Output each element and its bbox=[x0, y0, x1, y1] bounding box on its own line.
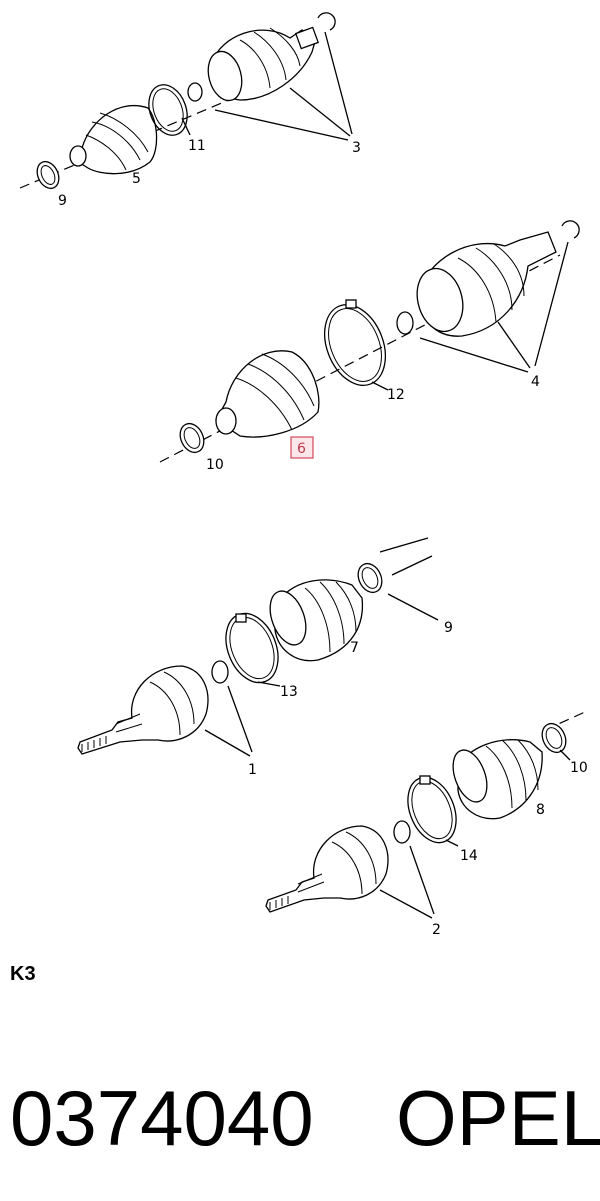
label-4: 4 bbox=[531, 374, 540, 390]
label-12: 12 bbox=[387, 387, 405, 403]
label-6: 6 bbox=[297, 441, 306, 457]
label-10-middle: 10 bbox=[206, 457, 224, 473]
part-5-boot bbox=[69, 104, 158, 175]
label-6-highlight-box bbox=[290, 436, 314, 459]
part-info: 0374040 OPEL bbox=[10, 1058, 600, 1178]
label-8: 8 bbox=[536, 802, 545, 818]
diagram-reference-code: K3 bbox=[10, 963, 36, 985]
part-2-circlip bbox=[393, 820, 411, 844]
part-10-clamp-middle bbox=[179, 422, 205, 454]
assembly-lower-2: 10 8 14 2 bbox=[265, 711, 588, 938]
label-9-lower: 9 bbox=[444, 620, 453, 636]
label-14: 14 bbox=[460, 848, 478, 864]
assembly-top: 9 5 11 3 bbox=[19, 12, 361, 209]
assembly-middle: 10 6 12 4 bbox=[159, 220, 580, 473]
part-6-boot bbox=[215, 350, 320, 438]
part-2-inner-joint bbox=[265, 825, 389, 913]
part-11-clamp-ring bbox=[148, 84, 188, 136]
label-5: 5 bbox=[132, 171, 141, 187]
label-9-top: 9 bbox=[58, 193, 67, 209]
part-3-circlip bbox=[187, 82, 203, 102]
part-9-clamp-top bbox=[36, 160, 60, 190]
part-1-circlip bbox=[211, 660, 229, 684]
cv-joint-exploded-diagram: 9 5 11 3 bbox=[19, 12, 588, 938]
label-11: 11 bbox=[188, 138, 206, 154]
part-12-clamp-ring bbox=[323, 299, 387, 386]
label-7: 7 bbox=[350, 640, 359, 656]
part-13-clamp-ring bbox=[225, 612, 279, 684]
part-9-clamp-lower bbox=[357, 562, 383, 594]
part-10-clamp-lower bbox=[541, 722, 567, 754]
label-3: 3 bbox=[352, 140, 361, 156]
part-number: 0374040 bbox=[10, 1074, 314, 1162]
part-4-outer-joint bbox=[416, 220, 580, 337]
label-13: 13 bbox=[280, 684, 298, 700]
part-3-outer-joint bbox=[207, 12, 336, 102]
assembly-lower-1: 9 7 13 1 bbox=[77, 537, 453, 778]
part-1-inner-joint bbox=[77, 665, 209, 755]
brand-name: OPEL bbox=[396, 1074, 600, 1162]
part-8-boot bbox=[452, 739, 543, 820]
label-2: 2 bbox=[432, 922, 441, 938]
label-10-lower: 10 bbox=[570, 760, 588, 776]
part-14-clamp-ring bbox=[407, 775, 457, 844]
part-4-circlip bbox=[396, 311, 414, 335]
part-7-boot bbox=[269, 579, 364, 662]
label-1: 1 bbox=[248, 762, 257, 778]
